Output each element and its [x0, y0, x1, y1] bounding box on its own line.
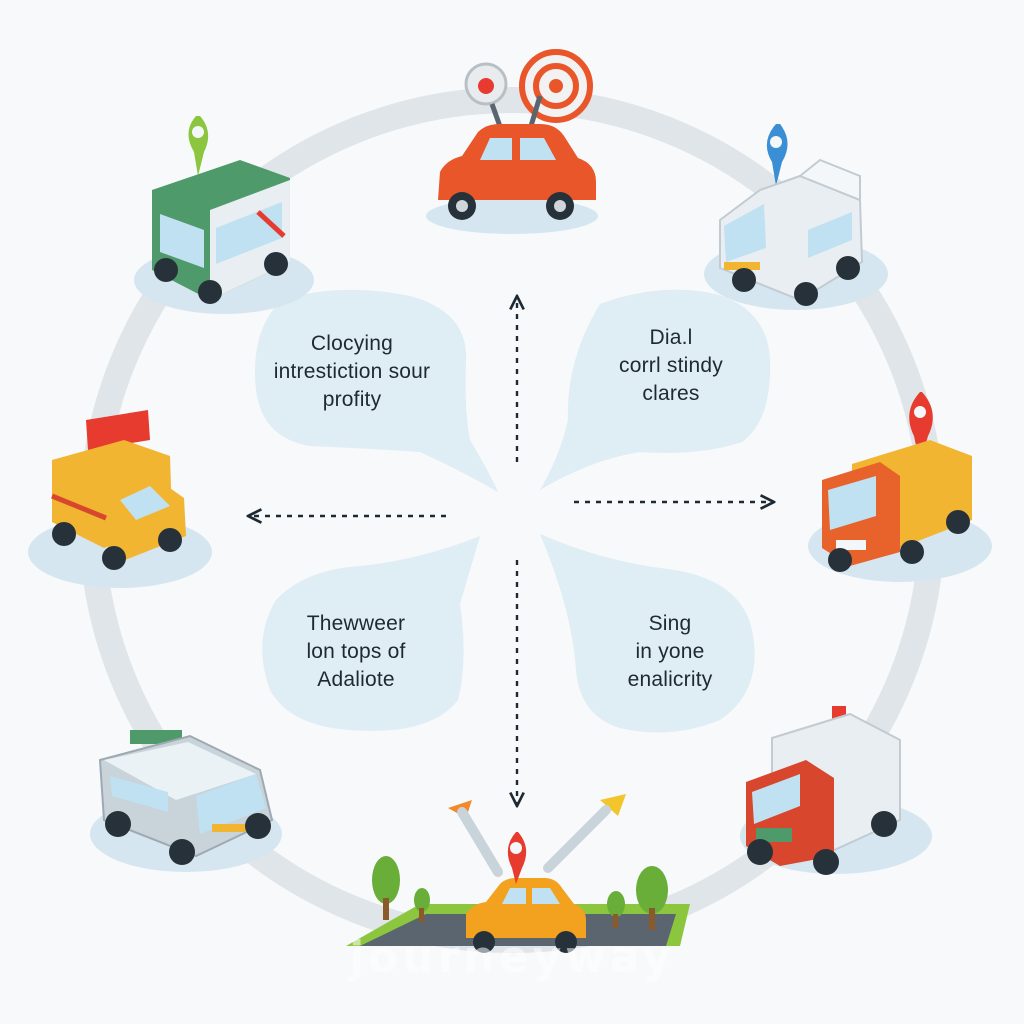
- callout-bubble-bottom-right: [540, 534, 755, 733]
- location-pin-icon: [507, 832, 527, 884]
- red-car-icon: [426, 49, 598, 234]
- watermark: journeyway: [349, 932, 675, 983]
- direction-arrow-left-icon: [448, 800, 503, 877]
- silver-suv-icon: [90, 730, 282, 872]
- callout-line: Adaliote: [317, 668, 395, 691]
- callout-line: clares: [642, 382, 700, 405]
- callout-line: enalicrity: [627, 668, 713, 691]
- yellow-truck-icon: [28, 410, 212, 588]
- white-van-icon: [704, 124, 888, 310]
- orange-truck-icon: [808, 392, 992, 582]
- yellow-car-icon: [346, 856, 690, 953]
- callout-bubble-bottom-left: [262, 536, 480, 731]
- callout-bubble-top-right: [540, 289, 771, 490]
- callout-bubble-top-left: [255, 289, 498, 492]
- callout-line: Clocying: [310, 332, 394, 355]
- callout-bottom-left: Thewweer lon tops of Adaliote: [286, 610, 426, 694]
- callout-line: intrestiction sour: [273, 360, 431, 383]
- direction-arrow-right-icon: [543, 794, 626, 873]
- callout-line: Thewweer: [306, 612, 406, 635]
- delivery-truck-icon: [740, 706, 932, 875]
- callout-line: Dia.l: [649, 326, 693, 349]
- green-bus-icon: [134, 116, 314, 314]
- callout-line: Sing: [648, 612, 692, 635]
- callout-line: lon tops of: [306, 640, 406, 663]
- callout-bottom-right: Sing in yone enalicrity: [600, 610, 740, 694]
- callout-line: profity: [322, 388, 382, 411]
- callout-top-left: Clocying intrestiction sour profity: [262, 330, 442, 414]
- callout-line: in yone: [635, 640, 705, 663]
- callout-top-right: Dia.l corrl stindy clares: [596, 324, 746, 408]
- callout-line: corrl stindy: [619, 354, 723, 377]
